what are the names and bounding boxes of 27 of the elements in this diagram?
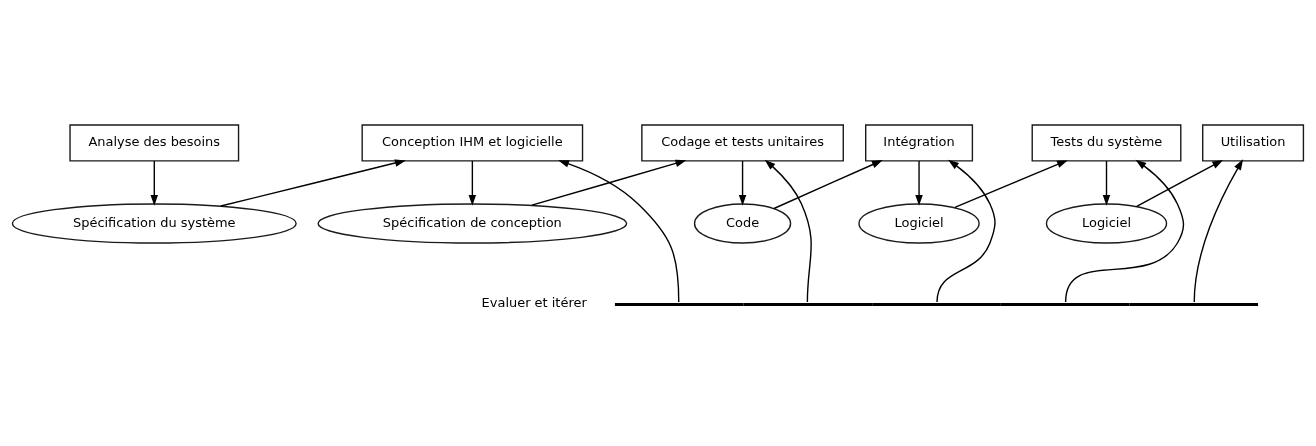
node-box: Codage et tests unitaires [641, 123, 844, 162]
node-ellipse: Spécification de conception [317, 202, 628, 244]
node-box: Utilisation [1202, 123, 1305, 162]
arrow [220, 158, 406, 207]
arrow [1064, 159, 1185, 303]
node-ellipse: Logiciel [858, 202, 980, 244]
arrow [1193, 158, 1244, 303]
arrow [738, 159, 747, 206]
arrow [531, 159, 687, 206]
node-box: Analyse des besoins [69, 123, 240, 162]
node-box: Intégration [865, 123, 974, 162]
arrow [764, 159, 812, 303]
node-ellipse: Code [693, 202, 792, 244]
node-ellipse: Logiciel [1045, 202, 1168, 244]
arrow [954, 159, 1068, 208]
arrow [558, 159, 680, 303]
arrow [1102, 159, 1111, 206]
arrow [468, 159, 477, 206]
node-ellipse: Spécification du système [11, 202, 297, 244]
node-box: Tests du système [1031, 123, 1182, 162]
node-box: Conception IHM et logicielle [361, 123, 584, 162]
arrow [150, 159, 159, 206]
arrow [915, 159, 923, 206]
label: Evaluer et itérer [481, 294, 587, 310]
arrow [1136, 159, 1224, 207]
arrow [936, 159, 996, 303]
arrow [773, 159, 883, 209]
